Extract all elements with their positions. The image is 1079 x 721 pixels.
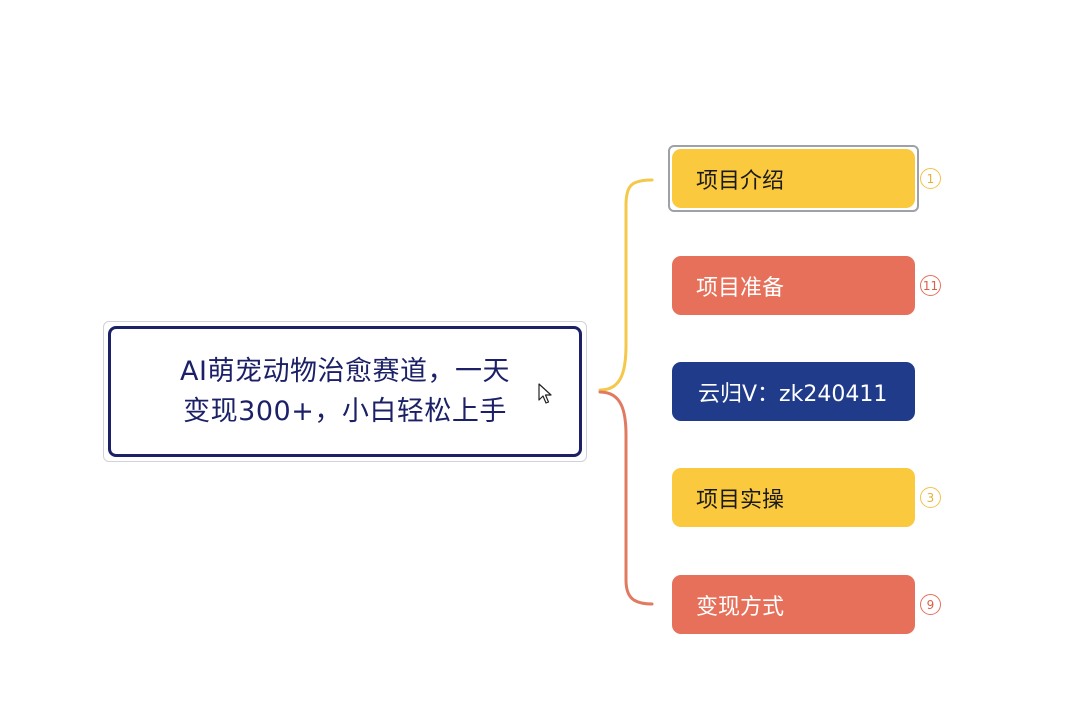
topic-label: 变现方式	[696, 594, 785, 620]
collapse-count-badge[interactable]: 9	[920, 594, 941, 615]
connector-top-branch	[598, 178, 654, 392]
topic-label: 项目准备	[696, 275, 785, 301]
root-node[interactable]: AI萌宠动物治愈赛道，一天 变现300+，小白轻松上手	[108, 326, 582, 457]
topic-label: 云归V：zk240411	[698, 381, 888, 407]
collapse-count-badge[interactable]: 1	[920, 168, 941, 189]
mouse-pointer-icon	[538, 383, 552, 404]
topic-label: 项目介绍	[696, 168, 785, 194]
collapse-count-badge[interactable]: 3	[920, 487, 941, 508]
topic-project-practice[interactable]: 项目实操	[672, 468, 915, 527]
root-node-text: AI萌宠动物治愈赛道，一天 变现300+，小白轻松上手	[180, 352, 510, 432]
topic-monetization[interactable]: 变现方式	[672, 575, 915, 634]
topic-project-intro[interactable]: 项目介绍	[672, 149, 915, 208]
connector-bottom-branch	[598, 390, 654, 606]
topic-label: 项目实操	[696, 487, 785, 513]
root-line-2: 变现300+，小白轻松上手	[183, 395, 507, 427]
root-line-1: AI萌宠动物治愈赛道，一天	[180, 355, 510, 387]
root-node-frame[interactable]: AI萌宠动物治愈赛道，一天 变现300+，小白轻松上手	[103, 321, 587, 462]
collapse-count-badge[interactable]: 11	[920, 275, 941, 296]
topic-project-prep[interactable]: 项目准备	[672, 256, 915, 315]
topic-contact[interactable]: 云归V：zk240411	[672, 362, 915, 421]
